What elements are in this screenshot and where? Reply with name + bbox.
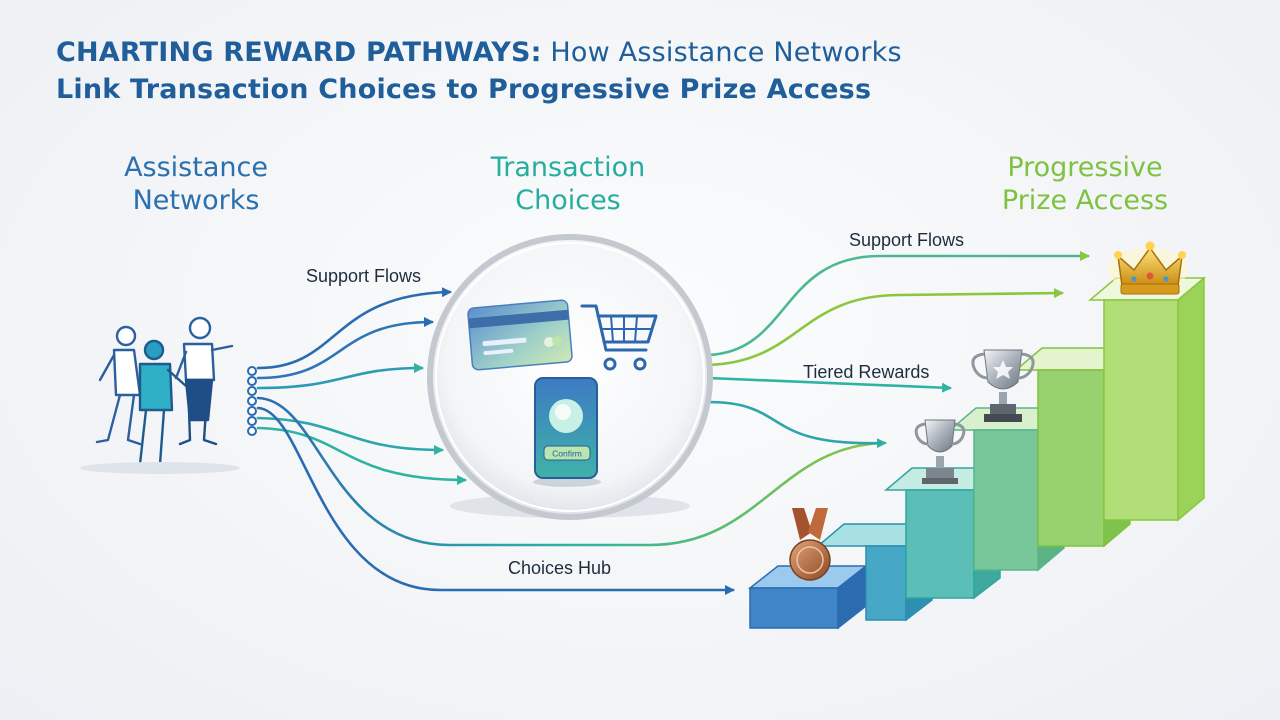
heading-line: Progressive bbox=[1007, 152, 1163, 183]
flow-line bbox=[256, 416, 444, 455]
transaction-choices-heading: Transaction Choices bbox=[458, 151, 678, 217]
choices-hub-label: Choices Hub bbox=[508, 558, 612, 578]
flow-line bbox=[256, 426, 467, 485]
progressive-prize-access-heading: Progressive Prize Access bbox=[960, 151, 1210, 217]
assistance-networks-heading: Assistance Networks bbox=[96, 151, 296, 217]
heading-line: Assistance bbox=[124, 152, 268, 183]
people-group-icon bbox=[80, 316, 240, 474]
bronze-medal-icon bbox=[789, 508, 831, 581]
flow-line bbox=[256, 287, 452, 370]
network-connector-dots bbox=[247, 366, 257, 436]
prize-block-1 bbox=[747, 564, 869, 630]
prize-block-6 bbox=[1087, 276, 1207, 522]
support-flows-left bbox=[256, 287, 467, 485]
title-bold: CHARTING REWARD PATHWAYS: bbox=[56, 37, 542, 68]
prize-staircase bbox=[747, 276, 1207, 630]
flow-line bbox=[256, 406, 735, 595]
title-line2: Link Transaction Choices to Progressive … bbox=[56, 74, 872, 105]
flow-line bbox=[706, 376, 952, 393]
gold-crown-icon bbox=[1108, 241, 1188, 295]
heading-line: Networks bbox=[132, 185, 260, 216]
flow-line bbox=[706, 288, 1064, 367]
flow-line bbox=[706, 251, 1090, 357]
support-flows-label-right: Support Flows bbox=[849, 230, 965, 250]
heading-line: Transaction bbox=[490, 152, 646, 183]
support-flows-right bbox=[706, 251, 1090, 445]
tiered-rewards-label: Tiered Rewards bbox=[803, 362, 930, 382]
shopping-cart-icon bbox=[580, 304, 658, 371]
credit-card-icon bbox=[467, 299, 573, 371]
flow-line bbox=[256, 363, 424, 390]
page-title: CHARTING REWARD PATHWAYS: How Assistance… bbox=[56, 34, 1236, 108]
flow-line bbox=[256, 317, 434, 380]
silver-trophy-icon bbox=[914, 419, 966, 484]
long-flows bbox=[256, 396, 887, 595]
smartphone-icon: Confirm bbox=[533, 377, 601, 487]
phone-confirm-button: Confirm bbox=[552, 449, 582, 459]
heading-line: Choices bbox=[515, 185, 621, 216]
support-flows-label-left: Support Flows bbox=[306, 266, 422, 286]
heading-line: Prize Access bbox=[1001, 185, 1169, 216]
flow-line bbox=[256, 396, 887, 547]
title-line1: How Assistance Networks bbox=[541, 37, 902, 68]
silver-star-trophy-icon bbox=[971, 349, 1035, 422]
flow-line bbox=[706, 400, 882, 445]
